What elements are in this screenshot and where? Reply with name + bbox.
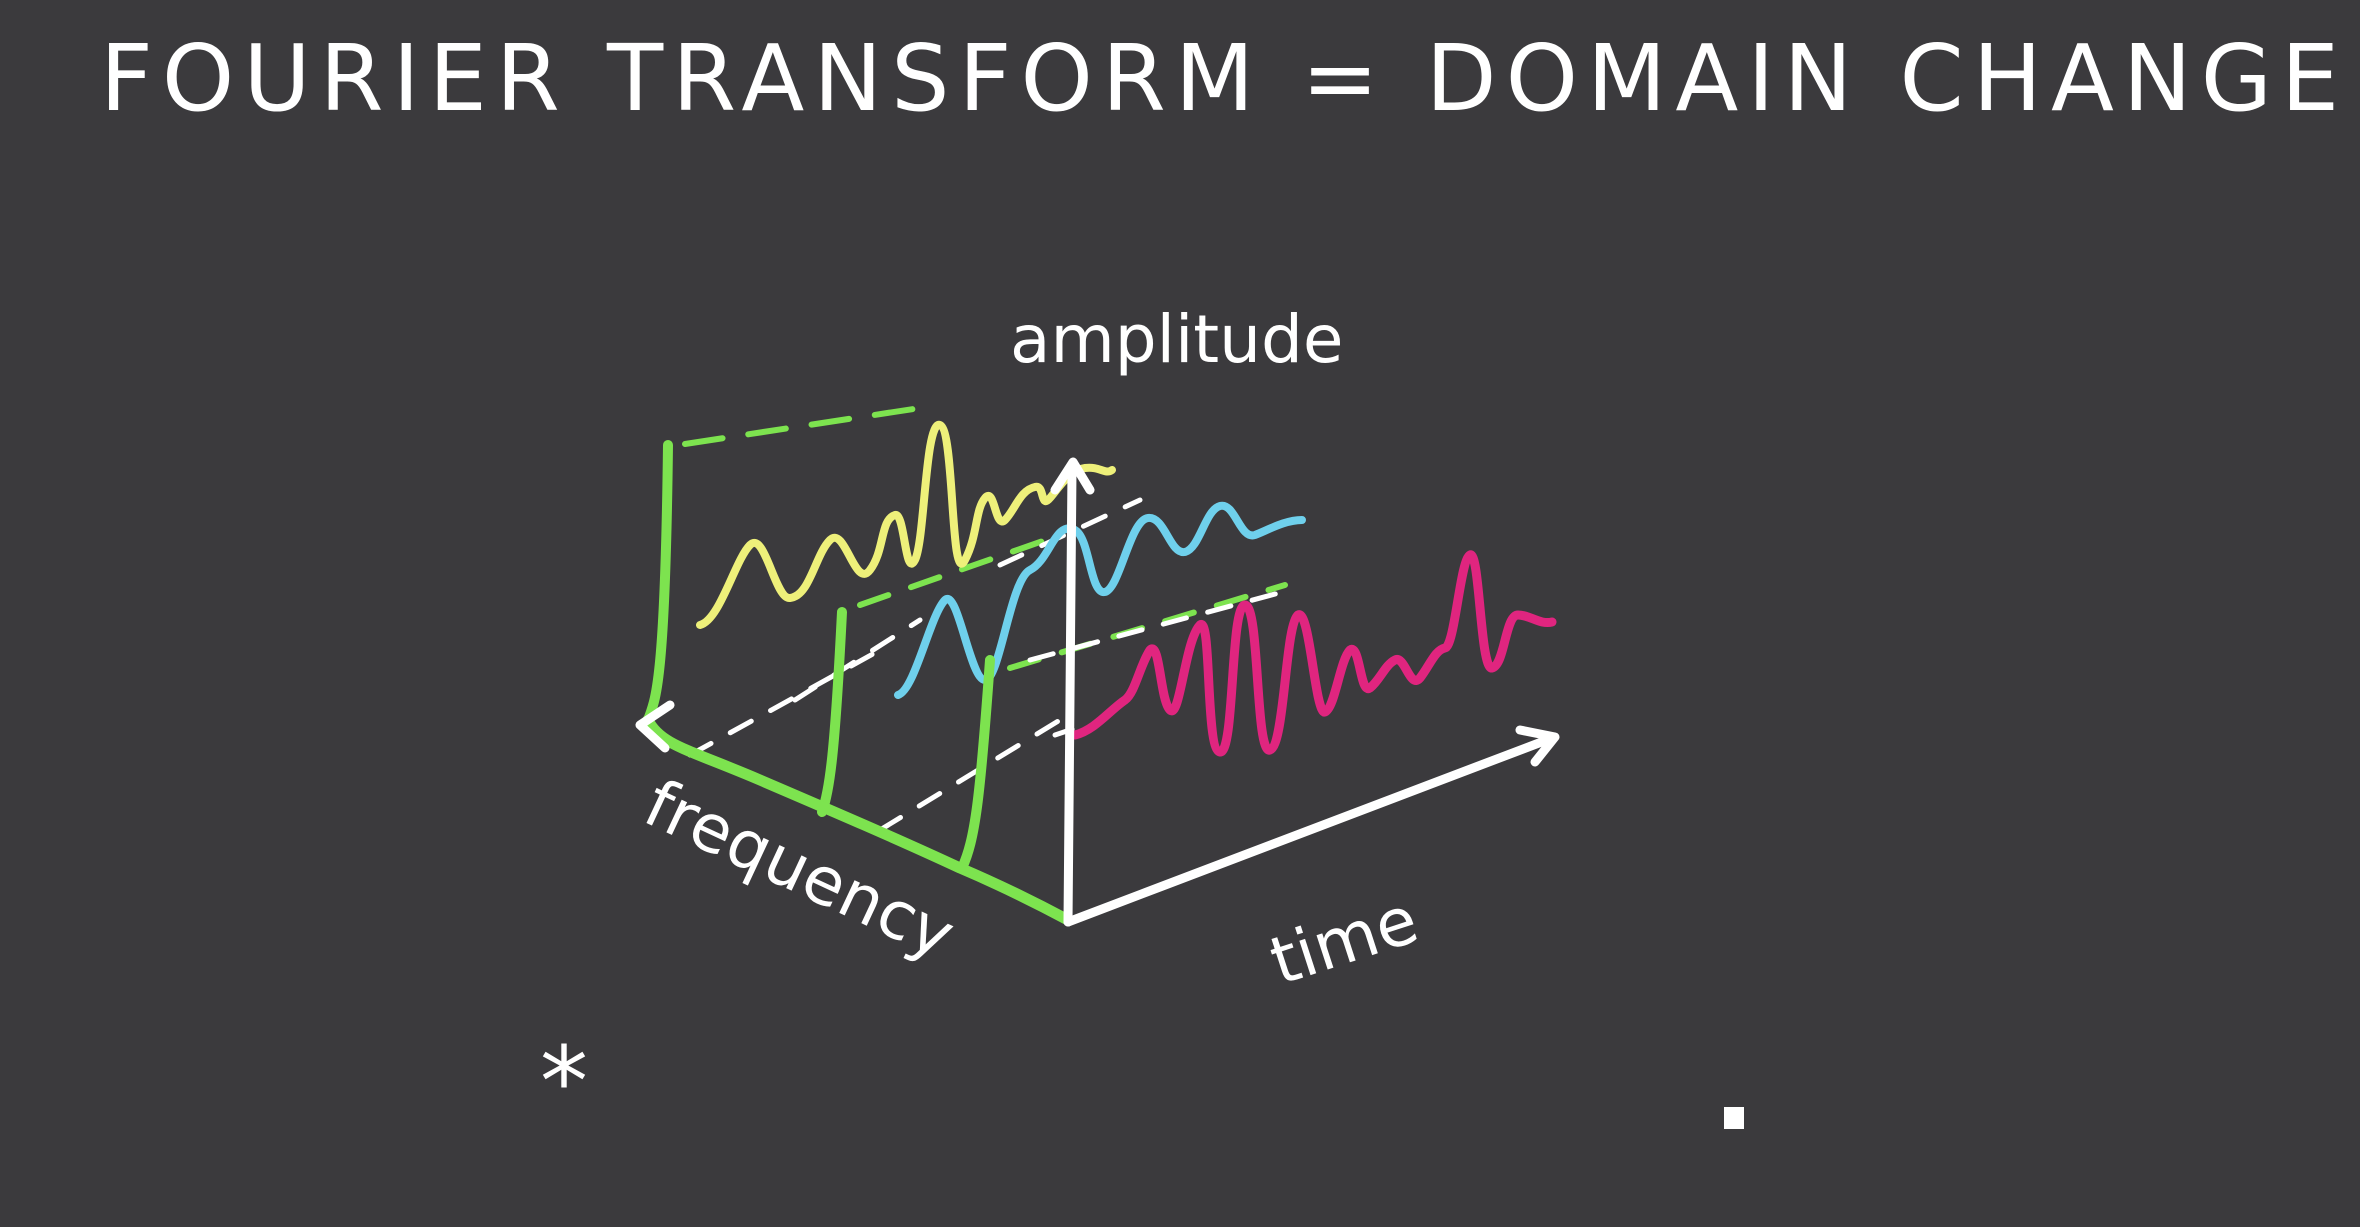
spectrum-guide-lines xyxy=(682,405,1288,671)
axes xyxy=(635,457,1560,927)
amplitude-arrowhead xyxy=(1050,457,1095,495)
frequency-spectrum xyxy=(642,440,1074,926)
magenta-time-wave xyxy=(1070,550,1557,757)
frequency-arrowhead xyxy=(635,700,675,753)
blue-time-wave xyxy=(894,501,1306,699)
frequency-axis-green xyxy=(642,714,1074,926)
spectrum-spike-2 xyxy=(817,607,847,817)
yellow-time-wave xyxy=(696,421,1116,629)
time-axis-label: time xyxy=(1261,881,1427,1000)
spectrum-spike-3 xyxy=(957,655,995,873)
cursor-square xyxy=(1724,1107,1744,1129)
amplitude-axis-label: amplitude xyxy=(1010,301,1344,378)
time-axis xyxy=(1063,733,1557,927)
page-title: FOURIER TRANSFORM = DOMAIN CHANGE xyxy=(100,25,2348,132)
amplitude-axis xyxy=(1063,465,1077,927)
time-arrowhead xyxy=(1515,725,1560,767)
spectrum-spike-1 xyxy=(643,440,673,725)
asterisk-mark: * xyxy=(540,1026,588,1138)
